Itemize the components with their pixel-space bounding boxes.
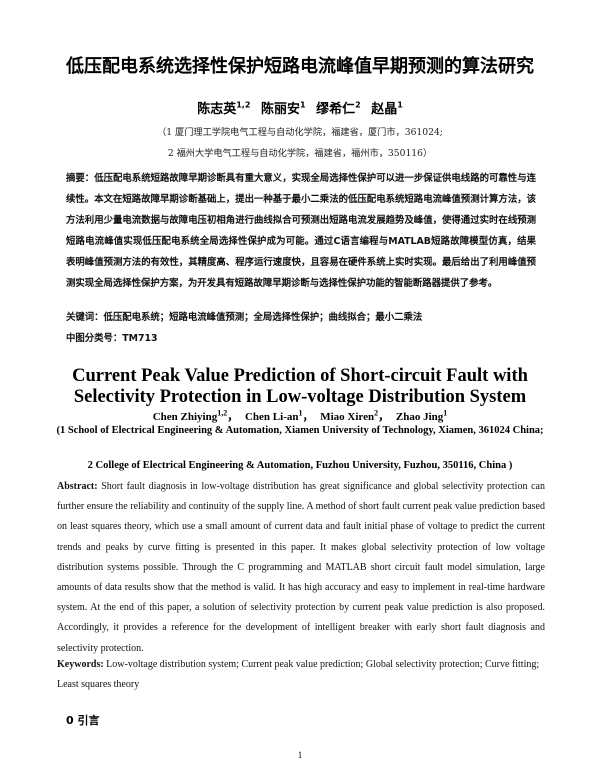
en-author-3: Miao Xiren2， (320, 408, 390, 423)
chinese-abstract-text: 低压配电系统短路故障早期诊断具有重大意义，实现全局选择性保护可以进一步保证供电线… (66, 173, 536, 289)
classification-code: TM713 (122, 333, 158, 344)
chinese-abstract-label: 摘要： (66, 173, 95, 184)
english-affiliation-1: (1 School of Electrical Engineering & Au… (56, 425, 544, 436)
english-abstract: Abstract: Short fault diagnosis in low-v… (57, 477, 545, 659)
english-keywords: Keywords: Low-voltage distribution syste… (57, 655, 545, 695)
classification-label: 中图分类号： (66, 333, 123, 344)
chinese-authors: 陈志英1,2 陈丽安1 缪希仁2 赵晶1 (0, 98, 600, 117)
english-keywords-text: Low-voltage distribution system; Current… (57, 659, 540, 690)
section-heading-introduction: 0 引言 (66, 714, 100, 727)
chinese-affiliation-2: 2 福州大学电气工程与自动化学院，福建省，福州市，350116） (167, 148, 433, 159)
author-1: 陈志英1,2 (197, 100, 251, 117)
chinese-keywords-text: 低压配电系统；短路电流峰值预测；全局选择性保护；曲线拟合；最小二乘法 (103, 312, 423, 323)
page-number: 1 (297, 750, 303, 760)
english-abstract-text: Short fault diagnosis in low-voltage dis… (57, 481, 545, 654)
chinese-affiliation-1: （1 厦门理工学院电气工程与自动化学院，福建省，厦门市，361024; (157, 127, 443, 138)
chinese-keywords: 关键词：低压配电系统；短路电流峰值预测；全局选择性保护；曲线拟合；最小二乘法 (66, 309, 536, 323)
author-4: 赵晶1 (371, 100, 403, 117)
english-keywords-label: Keywords: (57, 659, 104, 670)
chinese-abstract: 摘要：低压配电系统短路故障早期诊断具有重大意义，实现全局选择性保护可以进一步保证… (66, 168, 536, 294)
en-author-2: Chen Li-an1， (244, 408, 314, 423)
author-3: 缪希仁2 (316, 100, 361, 117)
english-abstract-label: Abstract: (57, 481, 98, 492)
chinese-classification: 中图分类号：TM713 (66, 330, 536, 344)
chinese-title: 低压配电系统选择性保护短路电流峰值早期预测的算法研究 (66, 56, 534, 77)
author-2: 陈丽安1 (260, 100, 306, 117)
chinese-keywords-label: 关键词： (66, 312, 104, 323)
english-title: Current Peak Value Prediction of Short-c… (72, 366, 528, 407)
en-author-1: Chen Zhiying1,2， (152, 408, 239, 423)
english-authors: Chen Zhiying1,2， Chen Li-an1， Miao Xiren… (0, 408, 600, 424)
en-author-4: Zhao Jing1 (395, 408, 448, 423)
english-affiliation-2: 2 College of Electrical Engineering & Au… (87, 460, 513, 471)
